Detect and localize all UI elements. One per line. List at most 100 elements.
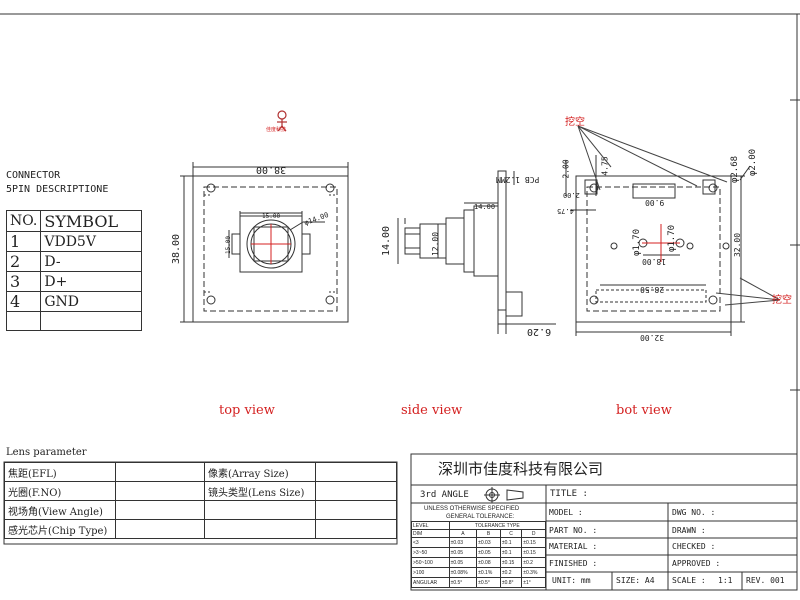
tol-value: ±0.08%	[448, 567, 478, 578]
note-cutout-top: 挖空	[565, 117, 585, 128]
lens-param-label	[204, 519, 316, 539]
view-title-side: side view	[401, 403, 463, 418]
dim-bot-200b: 2.00	[563, 191, 580, 199]
connector-header-row: NO. SYMBOL	[5, 210, 142, 232]
lens-param-label: 视场角(View Angle)	[4, 500, 116, 520]
tol-dim-value: >3~50	[411, 547, 450, 558]
company-name: 深圳市佳度科技有限公司	[438, 460, 604, 478]
size-label: SIZE: A4	[616, 576, 655, 585]
connector-title: CONNECTOR	[6, 170, 61, 181]
tol-value: ±0.08	[476, 557, 501, 568]
view-title-top: top view	[219, 403, 275, 418]
tol-header-row: LEVEL TOLERANCE TYPE	[411, 521, 547, 530]
dim-bot-200a: 2.00	[561, 159, 571, 179]
connector-table: NO. SYMBOL 1 VDD5V 2 D- 3 D+ 4 GND	[5, 210, 142, 331]
pin-symbol: D-	[40, 251, 142, 272]
lens-param-value	[315, 462, 397, 482]
tol-value: ±0.15	[521, 537, 546, 548]
dim-bot-170b: φ1.70	[667, 224, 678, 253]
dim-lens-w: 15.00	[262, 213, 281, 220]
tol-col: B	[476, 529, 501, 538]
dwg-label: DWG NO. :	[672, 508, 716, 517]
approved-label: APPROVED :	[672, 559, 721, 568]
lens-param-value	[315, 500, 397, 520]
angle-label: 3rd ANGLE	[420, 490, 469, 500]
dim-bot-3200w: 32.00	[640, 333, 665, 342]
dim-bot-475b: 4.75	[557, 207, 574, 215]
pin-symbol: VDD5V	[40, 231, 142, 252]
tol-col-row: DIM A B C D	[411, 529, 546, 538]
connector-row: 1 VDD5V	[5, 231, 142, 252]
logo-mark	[277, 110, 287, 132]
dim-lens-h: 15.00	[225, 235, 233, 255]
tol-level: LEVEL	[411, 521, 450, 530]
dim-bot-200c: φ2.00	[748, 148, 759, 177]
connector-subtitle: 5PIN DESCRIPTIONE	[6, 184, 109, 195]
lens-param-label: 镜头类型(Lens Size)	[204, 481, 316, 501]
dim-bot-2850: 28.50	[640, 285, 665, 294]
tol-row: <3 ±0.03 ±0.03 ±0.1 ±0.15	[411, 537, 546, 548]
lens-param-value	[115, 519, 205, 539]
tol-row: >50~100 ±0.05 ±0.08 ±0.15 ±0.2	[411, 557, 546, 568]
tol-value: ±0.03	[476, 537, 501, 548]
col-symbol-header: SYMBOL	[40, 210, 142, 232]
tol-row: ANGULAR ±0.5° ±0.5° ±0.8° ±1°	[411, 577, 546, 588]
lens-param-value	[115, 462, 205, 482]
lens-param-value	[315, 481, 397, 501]
checked-label: CHECKED :	[672, 542, 716, 551]
pin-symbol: D+	[40, 271, 142, 292]
tol-dim-value: >50~100	[411, 557, 450, 568]
lens-param-row: 焦距(EFL) 像素(Array Size)	[4, 462, 397, 482]
tol-value: ±0.1	[499, 547, 523, 558]
tol-value: ±0.2	[521, 557, 546, 568]
lens-param-value	[315, 519, 397, 539]
dim-bot-170a: φ1.70	[632, 228, 643, 257]
tol-dim-value: >100	[411, 567, 450, 578]
connector-row: 3 D+	[5, 271, 142, 292]
pin-no: 4	[5, 291, 42, 312]
dim-side-620: 6.20	[527, 326, 552, 337]
dim-side-height: 14.00	[381, 225, 393, 257]
lens-param-value	[115, 500, 205, 520]
dim-bot-475a: 4.75	[600, 156, 610, 176]
title-label: TITLE :	[550, 489, 588, 499]
tol-col: A	[448, 529, 478, 538]
tol-value: ±0.15	[499, 557, 523, 568]
third-angle-symbol	[484, 487, 524, 503]
pin-no: 2	[5, 251, 42, 272]
lens-param-row: 光圈(F.NO) 镜头类型(Lens Size)	[4, 481, 397, 501]
lens-param-label: 感光芯片(Chip Type)	[4, 519, 116, 539]
scale-label: SCALE :	[672, 576, 706, 585]
tol-row: >3~50 ±0.05 ±0.05 ±0.1 ±0.15	[411, 547, 546, 558]
material-label: MATERIAL :	[549, 542, 598, 551]
logo-text: 佳度科技	[266, 127, 287, 133]
lens-param-table: 焦距(EFL) 像素(Array Size) 光圈(F.NO) 镜头类型(Len…	[4, 462, 397, 539]
pin-no: 3	[5, 271, 42, 292]
tol-value: ±0.03	[448, 537, 478, 548]
lens-param-label	[204, 500, 316, 520]
dim-side-14: 14.00	[474, 203, 496, 211]
tol-value: ±0.05	[448, 547, 478, 558]
part-label: PART NO. :	[549, 526, 598, 535]
tol-dim: DIM	[411, 529, 450, 538]
lens-param-row: 视场角(View Angle)	[4, 500, 397, 520]
dim-side-12: 12.00	[431, 231, 441, 257]
note-cutout-right: 挖空	[772, 295, 792, 306]
tol-value: ±0.3%	[521, 567, 546, 578]
dim-top-width: 38.00	[256, 164, 287, 175]
dim-pcb: PCB 1.2MM	[496, 175, 540, 184]
lens-param-label: 焦距(EFL)	[4, 462, 116, 482]
tol-type: TOLERANCE TYPE	[448, 521, 547, 530]
tol-line2: GENERAL TOLERANCE:	[446, 514, 515, 520]
scale-value: 1:1	[718, 576, 733, 585]
lens-param-label: 像素(Array Size)	[204, 462, 316, 482]
unit-label: UNIT: mm	[552, 576, 591, 585]
tol-dim-value: <3	[411, 537, 450, 548]
connector-row-empty	[5, 311, 142, 331]
pin-no: 1	[5, 231, 42, 252]
tol-value: ±0.5°	[448, 577, 478, 588]
finished-label: FINISHED :	[549, 559, 598, 568]
model-label: MODEL :	[549, 508, 583, 517]
view-title-bot: bot view	[616, 403, 672, 418]
